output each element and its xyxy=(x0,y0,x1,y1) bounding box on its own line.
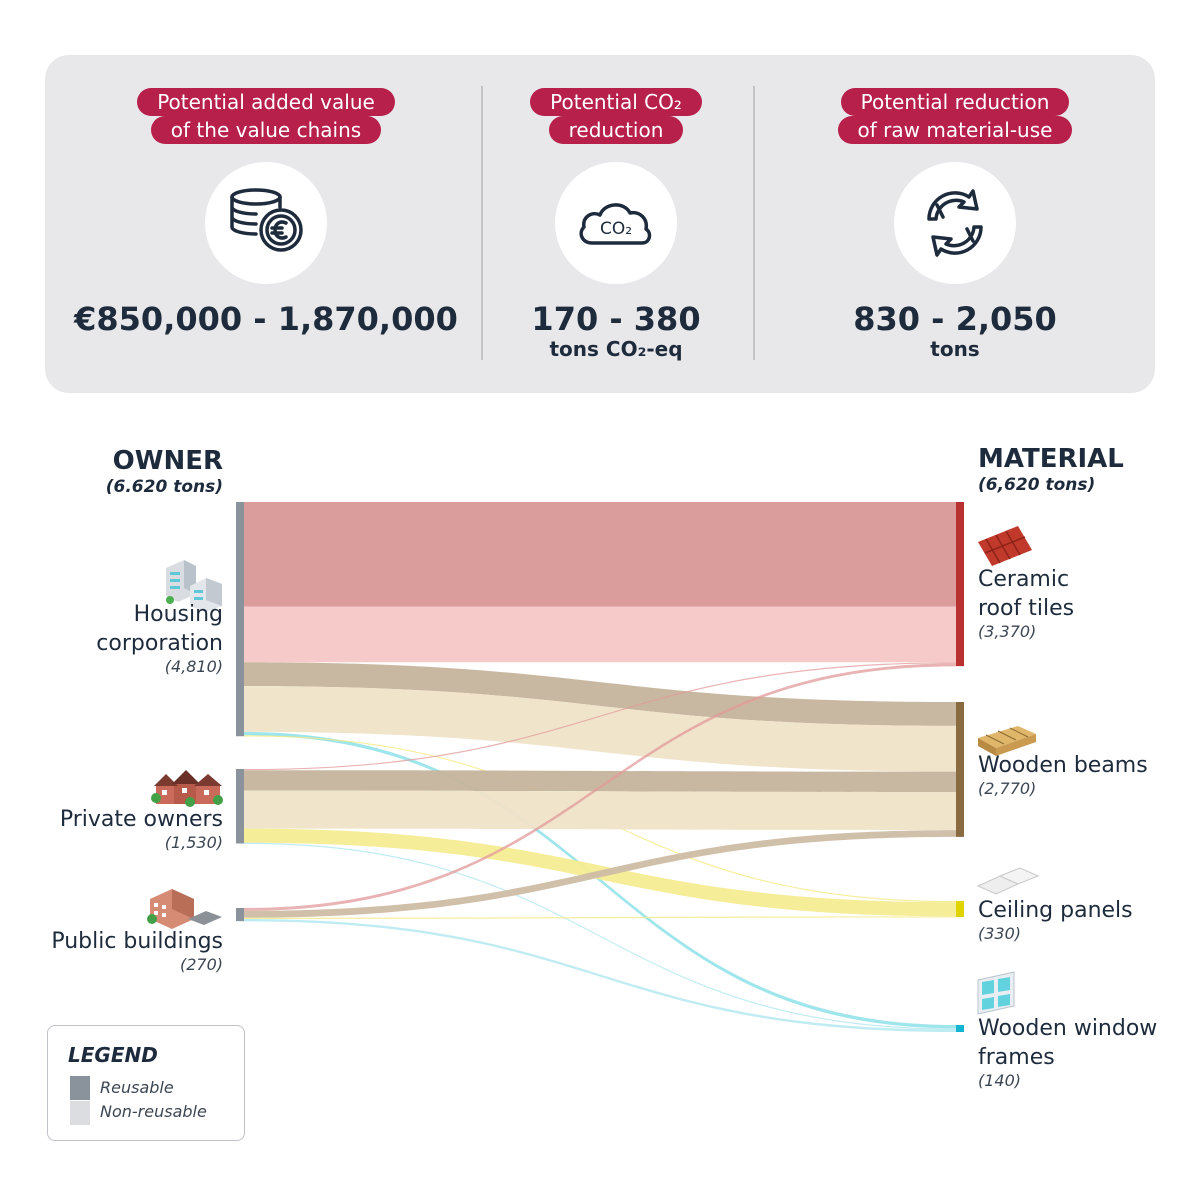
kpi-added-value: Potential added value of the value chain… xyxy=(66,88,466,338)
material-node-label: frames xyxy=(978,1045,1055,1070)
wooden-beams-icon xyxy=(978,726,1036,756)
material-node-bar xyxy=(956,702,964,837)
co2-cloud-icon: CO₂ xyxy=(579,203,652,245)
owner-node-bar xyxy=(236,908,244,922)
material-node-bar xyxy=(956,502,964,667)
owner-node-value: (1,530) xyxy=(164,833,223,852)
legend-label: Reusable xyxy=(100,1078,174,1097)
kpi-divider xyxy=(753,86,755,360)
row-houses-icon xyxy=(151,770,223,807)
material-node-value: (140) xyxy=(978,1071,1022,1090)
kpi-icon-circle xyxy=(205,162,327,284)
sankey-flow-band xyxy=(244,731,956,1029)
sankey-nodes xyxy=(236,502,964,1032)
sankey-flow-band xyxy=(244,790,956,831)
material-total: (6,620 tons) xyxy=(978,475,1096,495)
kpi-value: €850,000 - 1,870,000 xyxy=(74,300,458,338)
recycle-arrows-icon xyxy=(927,189,983,257)
kpi-label-line2: reduction xyxy=(548,116,684,144)
owner-node-label: Private owners xyxy=(59,807,223,832)
owner-node-label: Public buildings xyxy=(51,929,223,954)
sankey-flow-band xyxy=(244,830,956,918)
material-node-value: (2,770) xyxy=(978,779,1037,798)
kpi-label-line1: Potential added value xyxy=(137,88,395,116)
kpi-raw-material: Potential reduction of raw material-use … xyxy=(775,88,1135,360)
sankey-flow-band xyxy=(244,662,956,771)
sankey-flow-band xyxy=(244,918,956,1033)
sankey-flow-band xyxy=(244,770,956,793)
kpi-co2-reduction: Potential CO₂ reduction CO₂ 170 - 380 to… xyxy=(495,88,737,360)
ceiling-panels-icon xyxy=(976,867,1040,895)
sankey-flow-band xyxy=(244,662,956,726)
owner-node-label: corporation xyxy=(96,631,223,656)
material-node-value: (330) xyxy=(978,924,1022,943)
material-node-label: Ceramic xyxy=(978,567,1070,592)
kpi-value: 170 - 380 xyxy=(531,300,701,338)
kpi-icon-circle: CO₂ xyxy=(555,162,677,284)
sankey-flow-band xyxy=(244,663,956,911)
owner-total: (6.620 tons) xyxy=(105,477,223,497)
material-node-label: roof tiles xyxy=(978,596,1075,621)
roof-tiles-icon xyxy=(978,526,1032,566)
material-node-bar xyxy=(956,901,964,918)
owner-node-bar xyxy=(236,769,244,844)
public-building-icon xyxy=(147,889,222,929)
owner-node-value: (270) xyxy=(179,955,223,974)
owner-node-value: (4,810) xyxy=(164,657,223,676)
legend-swatch-reusable xyxy=(70,1076,90,1100)
material-node-label: Wooden beams xyxy=(978,753,1148,778)
co2-icon-text: CO₂ xyxy=(600,219,632,239)
owner-node-bar xyxy=(236,502,244,737)
owner-title: OWNER xyxy=(112,446,223,476)
material-node-value: (3,370) xyxy=(978,622,1037,641)
legend: LEGEND Reusable Non-reusable xyxy=(47,1025,245,1141)
legend-swatch-non-reusable xyxy=(70,1101,90,1125)
kpi-unit: tons xyxy=(930,337,980,361)
sankey-flow-band xyxy=(244,606,956,663)
material-node-label: Wooden window xyxy=(978,1016,1158,1041)
kpi-unit: tons CO₂-eq xyxy=(549,337,683,361)
kpi-label-line1: Potential CO₂ xyxy=(530,88,702,116)
material-node-bar xyxy=(956,1025,964,1032)
kpi-label-line1: Potential reduction xyxy=(840,88,1070,116)
kpi-value: 830 - 2,050 xyxy=(853,300,1057,338)
window-frame-icon xyxy=(977,971,1015,1015)
sankey-flow-band xyxy=(244,916,956,919)
material-node-label: Ceiling panels xyxy=(978,898,1133,923)
kpi-label-line2: of the value chains xyxy=(150,116,382,144)
sankey-flow-band xyxy=(244,842,956,1030)
kpi-label-line2: of raw material-use xyxy=(837,116,1073,144)
sankey-flow-band xyxy=(244,686,956,772)
owner-node-label: Housing xyxy=(133,602,223,627)
kpi-icon-circle xyxy=(894,162,1016,284)
kpi-divider xyxy=(481,86,483,360)
apartment-buildings-icon xyxy=(166,560,222,612)
material-title: MATERIAL xyxy=(978,444,1124,474)
coins-euro-icon xyxy=(230,188,303,252)
legend-label: Non-reusable xyxy=(100,1102,207,1121)
sankey-flows xyxy=(244,502,956,1033)
sankey-flow-band xyxy=(244,502,956,607)
legend-title: LEGEND xyxy=(68,1043,158,1067)
